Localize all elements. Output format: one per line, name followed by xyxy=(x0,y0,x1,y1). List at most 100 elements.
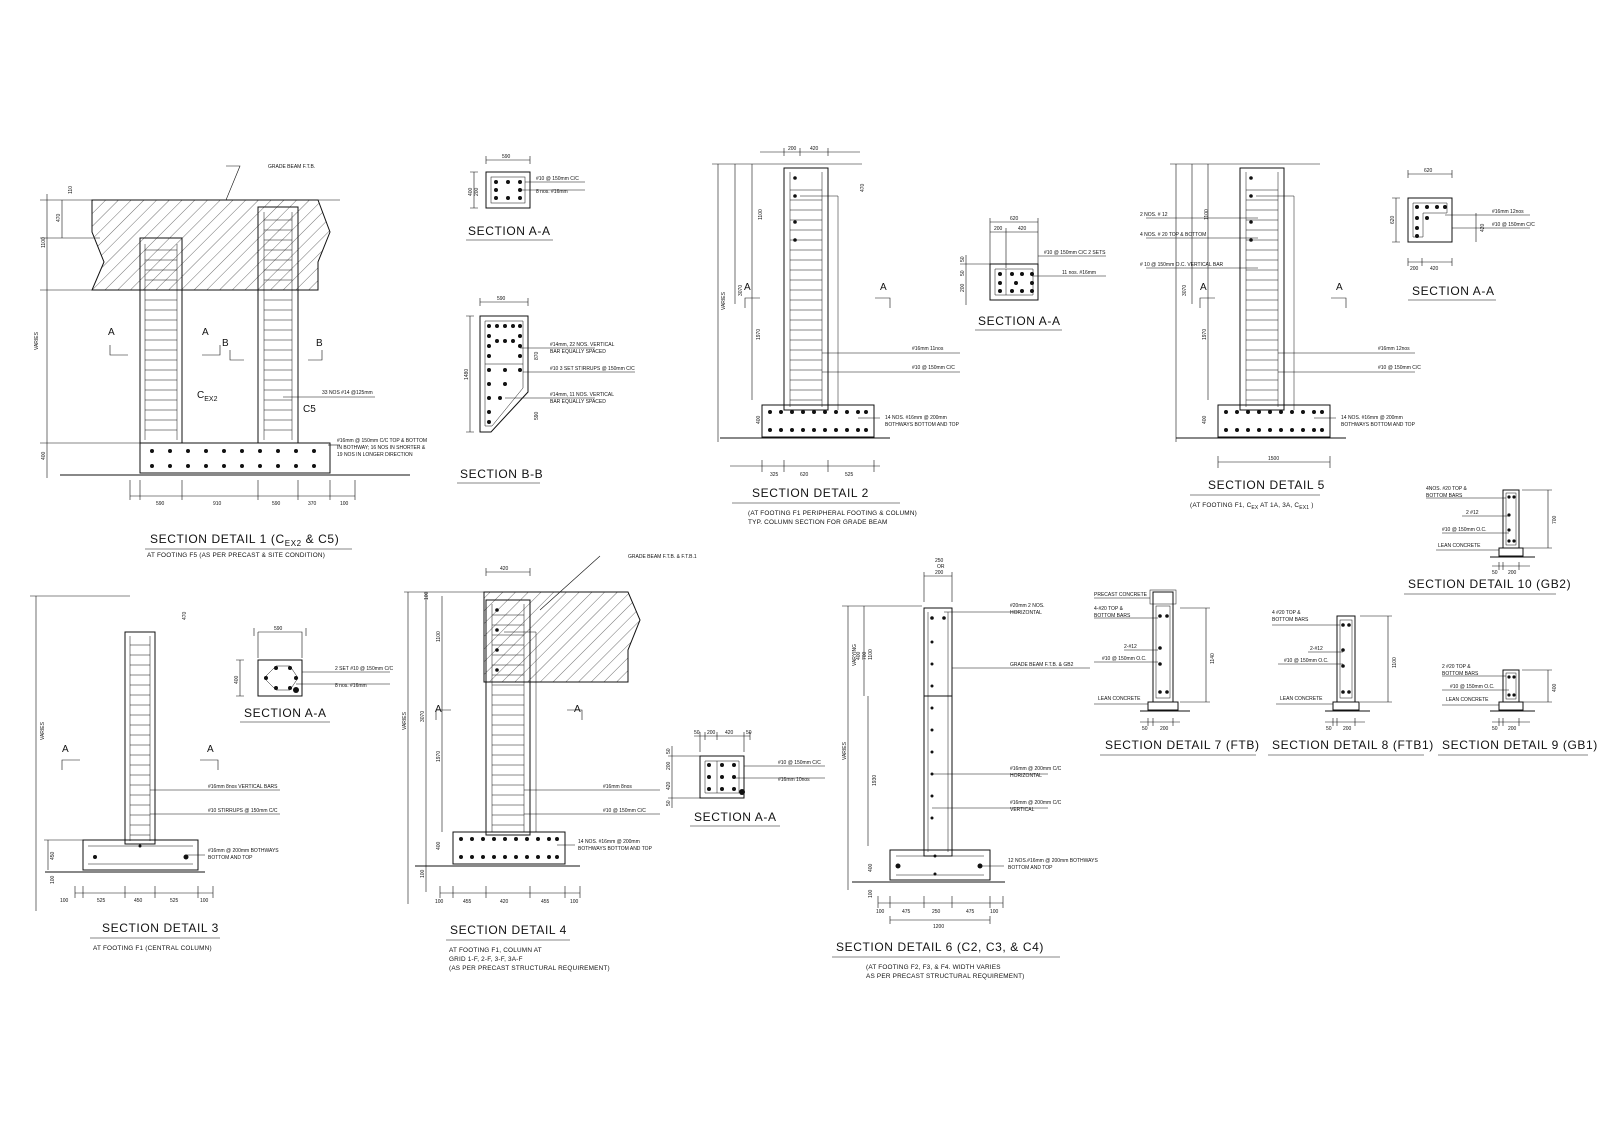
svg-text:(AT FOOTING F1 PERIPHERAL FOOT: (AT FOOTING F1 PERIPHERAL FOOTING & COLU… xyxy=(748,510,917,517)
svg-text:400: 400 xyxy=(868,863,874,872)
section-detail-9: 50 200 400 2 #20 TOP & BOTTOM BARS #10 @… xyxy=(1438,664,1598,756)
svg-text:BOTTOM AND TOP: BOTTOM AND TOP xyxy=(1008,865,1053,871)
svg-text:100: 100 xyxy=(200,898,209,904)
svg-text:VARIES: VARIES xyxy=(402,711,408,730)
svg-text:4NOS. #20 TOP &: 4NOS. #20 TOP & xyxy=(1426,486,1468,492)
svg-text:1970: 1970 xyxy=(1202,329,1208,340)
svg-text:A: A xyxy=(574,704,581,715)
detail-5-subtitle: (AT FOOTING F1, CEX AT 1A, 3A, CEX1 ) xyxy=(1190,502,1314,511)
svg-text:590: 590 xyxy=(502,154,511,160)
svg-text:420: 420 xyxy=(1018,226,1027,232)
svg-text:1970: 1970 xyxy=(756,329,762,340)
svg-text:AT FOOTING F1 (CENTRAL COLUMN): AT FOOTING F1 (CENTRAL COLUMN) xyxy=(93,945,212,952)
svg-text:#10 @ 150mm C/C: #10 @ 150mm C/C xyxy=(1378,365,1421,371)
svg-text:A: A xyxy=(744,282,751,293)
svg-text:200: 200 xyxy=(666,761,672,770)
svg-text:910: 910 xyxy=(213,501,222,507)
svg-text:8 nos. #16mm: 8 nos. #16mm xyxy=(335,683,367,689)
svg-text:400: 400 xyxy=(856,651,862,660)
svg-text:#16mm 12nos: #16mm 12nos xyxy=(1378,346,1410,352)
svg-text:870: 870 xyxy=(534,351,540,360)
svg-text:#16mm 12nos: #16mm 12nos xyxy=(1492,209,1524,215)
svg-text:100: 100 xyxy=(990,909,999,915)
svg-text:#16mm 11nos: #16mm 11nos xyxy=(912,346,944,352)
svg-text:TYP. COLUMN SECTION FOR GRADE: TYP. COLUMN SECTION FOR GRADE BEAM xyxy=(748,519,887,526)
svg-text:A: A xyxy=(1200,282,1207,293)
section-aa-2: 620 200 420 50 50 200 #10 @ 150mm C/C 2 … xyxy=(960,216,1106,331)
svg-text:590: 590 xyxy=(274,626,283,632)
svg-text:(AS PER PRECAST STRUCTURAL REQ: (AS PER PRECAST STRUCTURAL REQUIREMENT) xyxy=(449,965,610,972)
svg-text:400: 400 xyxy=(41,451,47,460)
svg-text:GRID 1-F, 2-F, 3-F, 3A-F: GRID 1-F, 2-F, 3-F, 3A-F xyxy=(449,956,523,963)
svg-text:420: 420 xyxy=(810,146,819,152)
svg-text:100: 100 xyxy=(570,899,579,905)
note-footing-1: #16mm @ 150mm C/C TOP & BOTTOM xyxy=(337,438,427,444)
svg-text:420: 420 xyxy=(666,781,672,790)
svg-text:SECTION DETAIL 5: SECTION DETAIL 5 xyxy=(1208,478,1325,492)
svg-text:50: 50 xyxy=(1492,726,1498,732)
svg-text:50: 50 xyxy=(1492,570,1498,576)
svg-text:4 #20 TOP &: 4 #20 TOP & xyxy=(1272,610,1301,616)
svg-text:1100: 1100 xyxy=(1204,209,1210,220)
svg-text:PRECAST CONCRETE: PRECAST CONCRETE xyxy=(1094,592,1148,598)
svg-text:LEAN CONCRETE: LEAN CONCRETE xyxy=(1280,696,1323,702)
svg-text:A: A xyxy=(880,282,887,293)
svg-text:100: 100 xyxy=(435,899,444,905)
svg-text:400: 400 xyxy=(1202,415,1208,424)
svg-text:4-#20 TOP &: 4-#20 TOP & xyxy=(1094,606,1124,612)
section-detail-7: 50 200 1140 PRECAST CONCRETE 4-#20 TOP &… xyxy=(1094,589,1260,756)
column-stirrups xyxy=(144,212,293,440)
svg-text:200: 200 xyxy=(960,283,966,292)
svg-text:SECTION DETAIL 2: SECTION DETAIL 2 xyxy=(752,486,869,500)
svg-text:2 NOS. # 12: 2 NOS. # 12 xyxy=(1140,212,1168,218)
c5-label: C5 xyxy=(303,404,316,415)
svg-text:SECTION DETAIL 7 (FTB): SECTION DETAIL 7 (FTB) xyxy=(1105,738,1260,752)
cut-markers: A A B B xyxy=(108,327,323,361)
svg-text:1140: 1140 xyxy=(1210,653,1216,664)
svg-text:50: 50 xyxy=(960,270,966,276)
svg-text:590: 590 xyxy=(497,296,506,302)
svg-text:1500: 1500 xyxy=(1268,456,1279,462)
svg-text:200: 200 xyxy=(1343,726,1352,732)
svg-text:#10 @ 150mm C/C: #10 @ 150mm C/C xyxy=(778,760,821,766)
svg-text:4 NOS. # 20 TOP & BOTTOM: 4 NOS. # 20 TOP & BOTTOM xyxy=(1140,232,1206,238)
svg-text:#10 @ 150mm O.C.: #10 @ 150mm O.C. xyxy=(1102,656,1147,662)
svg-text:590: 590 xyxy=(534,411,540,420)
svg-text:3070: 3070 xyxy=(738,285,744,296)
svg-text:VARIES: VARIES xyxy=(842,741,848,760)
svg-text:200: 200 xyxy=(1508,726,1517,732)
svg-text:470: 470 xyxy=(56,213,62,222)
beam-leader xyxy=(225,165,241,201)
grade-beam-hatched xyxy=(91,199,331,291)
section-aa-5: 50 200 420 50 50 200 420 50 #10 @ 150mm … xyxy=(666,730,825,827)
svg-text:50: 50 xyxy=(666,748,672,754)
section-detail-5: 1100 3070 1970 400 A A 1500 2 NOS. # 12 … xyxy=(1140,163,1421,511)
svg-text:12 NOS.#16mm @ 200mm BOTHWAYS: 12 NOS.#16mm @ 200mm BOTHWAYS xyxy=(1008,858,1098,864)
svg-text:BOTTOM BARS: BOTTOM BARS xyxy=(1426,493,1463,499)
svg-text:470: 470 xyxy=(860,183,866,192)
svg-text:700: 700 xyxy=(862,651,868,660)
svg-text:525: 525 xyxy=(97,898,106,904)
svg-text:VARIES: VARIES xyxy=(40,721,46,740)
svg-text:200: 200 xyxy=(994,226,1003,232)
svg-text:620: 620 xyxy=(1390,215,1396,224)
svg-text:#14mm, 11 NOS. VERTICAL: #14mm, 11 NOS. VERTICAL xyxy=(550,392,614,398)
svg-text:250: 250 xyxy=(932,909,941,915)
svg-text:BOTTOM BARS: BOTTOM BARS xyxy=(1094,613,1131,619)
section-aa-4: 590 400 2 SET #10 @ 150mm C/C 8 nos. #16… xyxy=(234,626,393,723)
svg-text:420: 420 xyxy=(500,899,509,905)
svg-text:1970: 1970 xyxy=(436,751,442,762)
svg-text:620: 620 xyxy=(800,472,809,478)
svg-text:370: 370 xyxy=(308,501,317,507)
svg-text:#16mm @ 200mm C/C: #16mm @ 200mm C/C xyxy=(1010,800,1062,806)
svg-text:200: 200 xyxy=(707,730,716,736)
svg-text:SECTION DETAIL 9 (GB1): SECTION DETAIL 9 (GB1) xyxy=(1442,738,1598,752)
svg-text:HORIZONTAL: HORIZONTAL xyxy=(1010,773,1042,779)
svg-text:A: A xyxy=(207,744,214,755)
svg-text:2 #20 TOP &: 2 #20 TOP & xyxy=(1442,664,1471,670)
svg-text:50: 50 xyxy=(694,730,700,736)
svg-text:200: 200 xyxy=(1410,266,1419,272)
svg-text:#16mm @ 200mm BOTHWAYS: #16mm @ 200mm BOTHWAYS xyxy=(208,848,279,854)
svg-text:2-#12: 2-#12 xyxy=(1310,646,1323,652)
svg-text:11 nos. #16mm: 11 nos. #16mm xyxy=(1062,270,1096,276)
